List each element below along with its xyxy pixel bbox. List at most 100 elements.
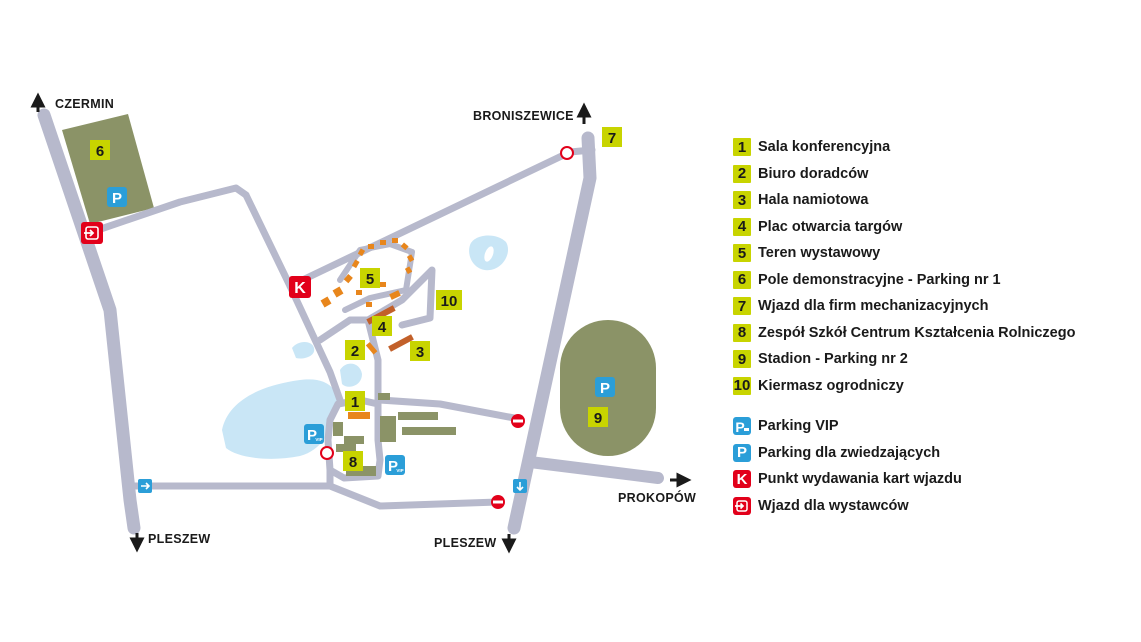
road-endpoint-circle: [560, 146, 574, 160]
stand: [356, 290, 362, 295]
field-6-parking: [62, 114, 154, 224]
svg-text:P: P: [388, 458, 398, 475]
stand: [389, 290, 401, 300]
legend-label: Parking VIP: [758, 418, 839, 435]
road-prokopow: [524, 456, 664, 484]
stand: [406, 254, 415, 263]
parking-icon: P: [733, 443, 751, 462]
stand: [380, 240, 386, 245]
svg-text:7: 7: [608, 130, 616, 147]
svg-text:P: P: [307, 427, 317, 444]
legend-label: Hala namiotowa: [758, 192, 869, 209]
legend-item-vip-parking: P Parking VIP: [733, 413, 1133, 440]
marker-10: 10: [436, 290, 462, 310]
svg-text:10: 10: [441, 293, 458, 310]
marker-1: 1: [345, 391, 365, 411]
legend-label: Stadion - Parking nr 2: [758, 351, 908, 368]
marker-8: 8: [343, 451, 363, 471]
svg-text:4: 4: [378, 319, 387, 336]
legend-item-1: 1 Sala konferencyjna: [733, 134, 1133, 161]
legend-label: Plac otwarcia targów: [758, 218, 903, 235]
legend-badge: 7: [733, 297, 751, 316]
pond-top-right-islet: [484, 246, 494, 262]
svg-text:8: 8: [349, 454, 357, 471]
vip-parking-icon: P VIP: [385, 455, 405, 475]
legend-badge: 3: [733, 191, 751, 210]
marker-5: 5: [360, 268, 380, 288]
svg-text:K: K: [294, 280, 306, 297]
office-2: [365, 342, 378, 355]
direction-label-pleszew-left: PLESZEW: [148, 532, 211, 546]
legend-item-parking: P Parking dla zwiedzających: [733, 440, 1133, 467]
road-endpoint-circle: [320, 446, 334, 460]
direction-label-prokopow: PROKOPÓW: [618, 490, 696, 505]
stand: [404, 266, 413, 275]
map-legend: 1 Sala konferencyjna 2 Biuro doradców 3 …: [733, 134, 1133, 519]
legend-item-6: 6 Pole demonstracyjne - Parking nr 1: [733, 267, 1133, 294]
stand: [366, 302, 372, 307]
stand: [400, 242, 409, 251]
stand: [392, 238, 398, 243]
marker-7: 7: [602, 127, 622, 147]
exhibitor-entry-icon: [81, 222, 103, 244]
legend-label: Punkt wydawania kart wjazdu: [758, 471, 962, 488]
legend-label: Wjazd dla wystawców: [758, 497, 909, 514]
marker-2: 2: [345, 340, 365, 360]
svg-text:P: P: [112, 190, 122, 207]
svg-text:9: 9: [594, 410, 602, 427]
legend-badge: 10: [733, 376, 751, 395]
card-point-icon: K: [733, 470, 751, 489]
direction-label-czermin: CZERMIN: [55, 97, 114, 111]
stand: [343, 274, 353, 284]
no-entry-icon: [491, 495, 505, 509]
svg-text:P: P: [600, 380, 610, 397]
legend-label: Sala konferencyjna: [758, 139, 891, 156]
stand: [351, 259, 360, 269]
road-east-link: [376, 396, 518, 422]
legend-label: Pole demonstracyjne - Parking nr 1: [758, 271, 1001, 288]
road-northeast: [286, 148, 574, 290]
marker-6: 6: [90, 140, 110, 160]
conference-hall-1: [348, 412, 370, 419]
svg-text:6: 6: [96, 143, 104, 160]
card-point-icon: K: [289, 276, 311, 298]
marker-3: 3: [410, 341, 430, 361]
legend-item-exhibitor-entry: Wjazd dla wystawców: [733, 493, 1133, 520]
stand: [368, 244, 374, 249]
road-diagonal: [242, 191, 344, 404]
legend-spacer: [733, 399, 1133, 413]
road-exhibition-loop: [316, 266, 436, 344]
parking-icon: P: [107, 187, 127, 207]
exhibitor-entry-icon: [733, 496, 751, 515]
legend-label: Kiermasz ogrodniczy: [758, 377, 904, 394]
svg-text:2: 2: [351, 343, 359, 360]
legend-badge: 1: [733, 138, 751, 157]
stand: [380, 282, 386, 287]
legend-label: Zespół Szkół Centrum Kształcenia Rolnicz…: [758, 324, 1076, 341]
direction-arrows: [30, 92, 692, 554]
road-west-main: [37, 108, 141, 535]
marker-4: 4: [372, 316, 392, 336]
vip-parking-icon: P VIP: [304, 424, 324, 444]
legend-item-5: 5 Teren wystawowy: [733, 240, 1133, 267]
road-field6-link: [88, 184, 250, 236]
stand: [332, 286, 344, 298]
legend-item-9: 9 Stadion - Parking nr 2: [733, 346, 1133, 373]
vip-parking-icon: P: [733, 417, 751, 436]
svg-text:5: 5: [366, 271, 374, 288]
legend-label: Wjazd dla firm mechanizacyjnych: [758, 298, 989, 315]
parking-icon: P: [595, 377, 615, 397]
legend-badge: 6: [733, 270, 751, 289]
no-entry-icon: [511, 414, 525, 428]
road-central-n: [364, 316, 382, 408]
legend-badge: 9: [733, 350, 751, 369]
legend-item-card-point: K Punkt wydawania kart wjazdu: [733, 466, 1133, 493]
one-way-down-icon: [513, 479, 527, 493]
legend-item-7: 7 Wjazd dla firm mechanizacyjnych: [733, 293, 1133, 320]
roads: [37, 108, 664, 535]
direction-label-pleszew-bottom: PLESZEW: [434, 536, 497, 550]
legend-item-10: 10 Kiermasz ogrodniczy: [733, 373, 1133, 400]
road-bottom: [128, 482, 502, 510]
svg-text:VIP: VIP: [315, 437, 322, 442]
